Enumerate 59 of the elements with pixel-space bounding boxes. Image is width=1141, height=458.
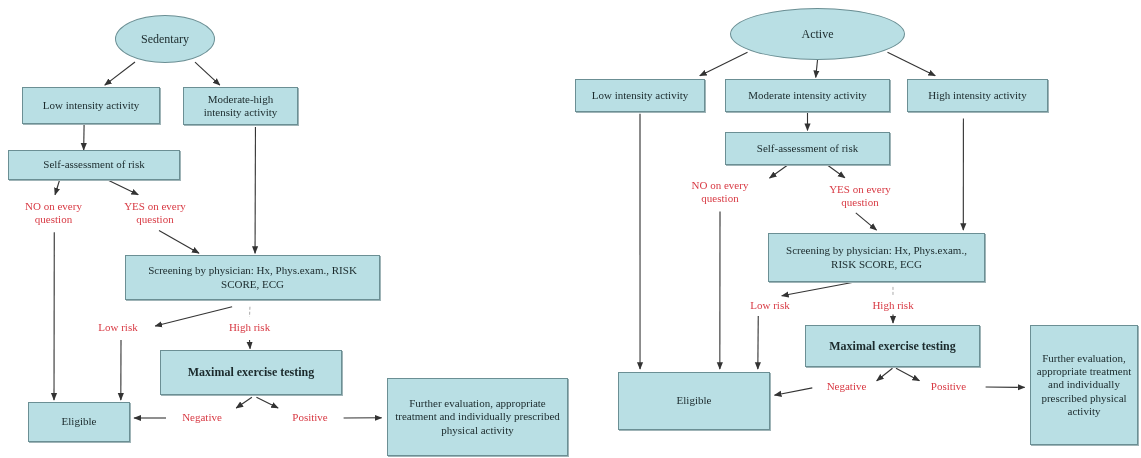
arrow [813,59,820,79]
arrow [158,230,200,254]
process-box: Maximal exercise testing [160,350,342,395]
arrow [246,339,253,350]
arrow [133,414,167,422]
arrow [107,179,139,196]
process-box: Screening by physician: Hx, Phys.exam., RISK SCORE, ECG [768,233,985,282]
process-box: Self-assessment of risk [8,150,180,180]
arrow [117,339,124,401]
start-ellipse: Sedentary [115,15,215,63]
branch-label: YES on every question [818,182,902,210]
arrow [876,367,894,382]
arrow [252,126,259,254]
branch-label: Positive [922,378,975,396]
branch-label: NO on every question [15,197,92,229]
branch-label: NO on every question [680,178,760,206]
arrow [636,113,644,370]
process-box: Further evaluation, appropriate treatment and individually prescribed physical activity [387,378,568,456]
start-ellipse: Active [730,8,905,60]
branch-label: Negative [818,378,875,396]
arrow [754,315,761,370]
arrow [855,212,878,231]
process-box: Maximal exercise testing [805,325,980,367]
arrow [826,164,846,179]
arrow [699,51,749,77]
arrow [50,231,58,401]
process-box: Eligible [28,402,130,442]
arrow [54,179,61,196]
arrow [895,367,921,382]
branch-label: Low risk [88,318,148,338]
arrow [886,51,936,77]
process-box: Moderate intensity activity [725,79,890,112]
process-box: Moderate-high intensity activity [183,87,298,125]
arrow [194,61,221,86]
arrow [80,123,87,151]
branch-label: High risk [864,298,922,313]
branch-label: Negative [172,408,232,428]
arrow [804,111,811,132]
arrow [343,414,383,421]
arrow [960,118,967,231]
process-box: Low intensity activity [22,87,160,124]
process-box: High intensity activity [907,79,1048,112]
branch-label: Positive [282,408,338,428]
process-box: Self-assessment of risk [725,132,890,165]
arrow [154,306,233,328]
arrow [104,61,136,86]
branch-label: Low risk [742,298,798,313]
branch-label: YES on every question [115,197,195,229]
process-box: Screening by physician: Hx, Phys.exam., RISK SCORE, ECG [125,255,380,300]
arrow [235,396,253,409]
process-box: Low intensity activity [575,79,705,112]
arrow [255,396,279,409]
process-box: Eligible [618,372,770,430]
branch-label: High risk [218,318,281,338]
process-box: Further evaluation, appropriate treatment and individually prescribed physical activity [1030,325,1138,445]
arrow [985,384,1026,391]
arrow [889,313,897,324]
arrow [716,211,723,370]
arrow [768,164,789,179]
